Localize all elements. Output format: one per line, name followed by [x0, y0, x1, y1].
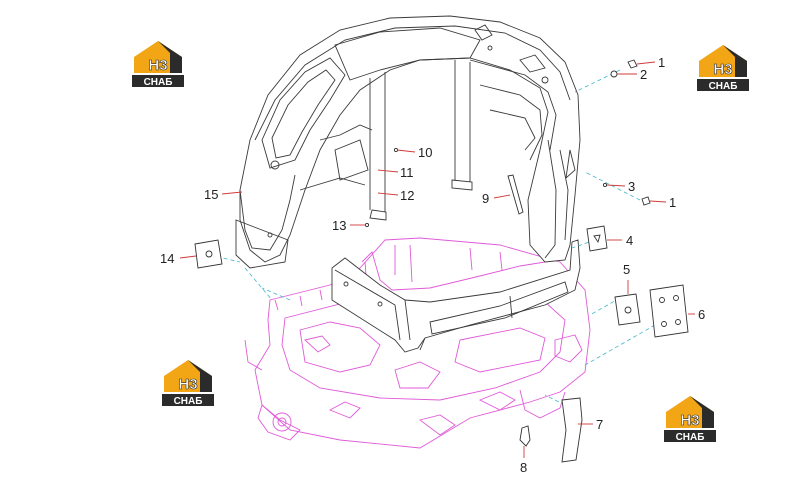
cab-canopy: [235, 15, 581, 269]
logo-text-top: H3: [148, 57, 167, 74]
brand-logo-watermark: H3 СНАБ: [662, 392, 718, 446]
logo-text-top: H3: [713, 61, 732, 78]
part-1b-pin: [641, 196, 651, 206]
callout-11: 11: [400, 165, 414, 180]
callout-15: 15: [204, 187, 218, 202]
callout-6: 6: [698, 307, 705, 322]
logo-text-bottom: СНАБ: [709, 81, 738, 92]
logo-text-bottom: СНАБ: [676, 432, 705, 443]
part-7-wedge: [561, 397, 583, 463]
callout-8: 8: [520, 460, 527, 475]
part-1-pin: [627, 59, 638, 69]
brand-logo-watermark: H3 СНАБ: [695, 41, 751, 95]
callout-4: 4: [626, 233, 633, 248]
part-8-bolt: [519, 425, 531, 447]
callout-13: 13: [332, 218, 346, 233]
part-2-washer: [610, 70, 618, 78]
logo-house-icon: H3 СНАБ: [162, 360, 214, 407]
part-9-rod: [507, 174, 524, 215]
logo-house-icon: H3 СНАБ: [697, 45, 749, 92]
callout-7: 7: [596, 417, 603, 432]
callout-10: 10: [418, 145, 432, 160]
callout-1a: 1: [658, 55, 665, 70]
callout-2: 2: [640, 67, 647, 82]
logo-house-icon: H3 СНАБ: [664, 396, 716, 443]
callout-9: 9: [482, 191, 489, 206]
callout-12: 12: [400, 188, 414, 203]
logo-text-bottom: СНАБ: [174, 396, 203, 407]
callout-5: 5: [623, 262, 630, 277]
callout-labels: 1 2 3 1 4 5 6 7 8 9 10 11 12: [160, 55, 705, 475]
brand-logo-watermark: H3 СНАБ: [130, 37, 186, 91]
logo-text-top: H3: [178, 376, 197, 393]
front-bumper: [331, 239, 581, 353]
logo-text-bottom: СНАБ: [144, 77, 173, 88]
callout-3: 3: [628, 179, 635, 194]
callout-14: 14: [160, 251, 174, 266]
part-6-plate: [649, 284, 689, 338]
logo-text-top: H3: [680, 412, 699, 429]
callout-1b: 1: [669, 195, 676, 210]
brand-logo-watermark: H3 СНАБ: [160, 356, 216, 410]
loose-parts: [194, 59, 689, 463]
part-3-nut: [602, 182, 608, 188]
logo-house-icon: H3 СНАБ: [132, 41, 184, 88]
